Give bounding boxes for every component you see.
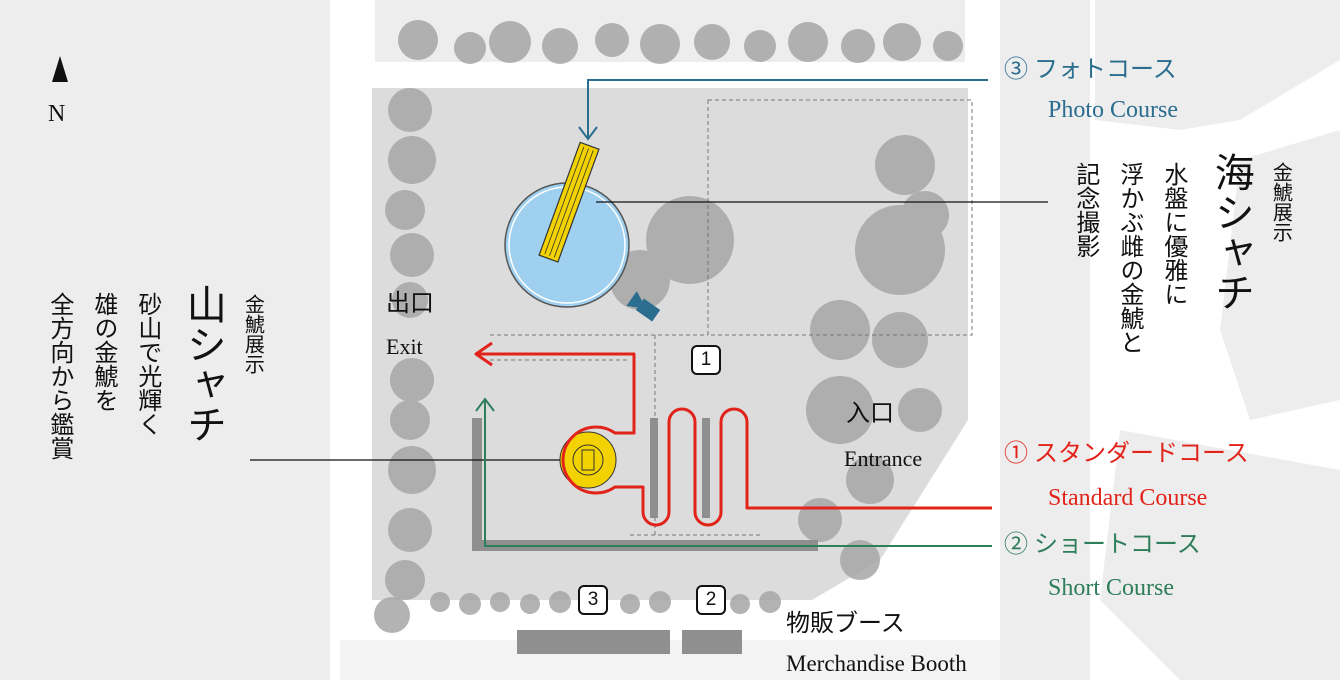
tree <box>385 190 425 230</box>
camera-icon <box>626 291 661 322</box>
tree <box>640 24 680 64</box>
tree <box>933 31 963 61</box>
yama-desc-2: 雄の金鯱を <box>89 292 118 412</box>
yama-title: 山シャチ <box>179 284 226 444</box>
tree <box>649 591 671 613</box>
marker-1: 1 <box>691 345 721 375</box>
tree <box>806 376 874 444</box>
tree <box>542 28 578 64</box>
booth-label-en: Merchandise Booth <box>786 651 967 676</box>
tree <box>390 358 434 402</box>
short-course-label-jp: ② ショートコース <box>1004 532 1201 558</box>
tree <box>840 540 880 580</box>
umi-desc-3: 記念撮影 <box>1071 162 1100 258</box>
short-course-label-en: Short Course <box>1048 575 1174 601</box>
tree <box>490 592 510 612</box>
standard-course-label-jp: ① スタンダードコース <box>1004 441 1249 467</box>
water-basin <box>504 182 630 308</box>
trees <box>374 20 963 633</box>
tree <box>798 498 842 542</box>
booth-label-jp: 物販ブース <box>786 611 905 637</box>
tree <box>646 196 734 284</box>
tree <box>489 21 531 63</box>
tree <box>759 591 781 613</box>
tree <box>390 233 434 277</box>
tree <box>388 508 432 552</box>
umi-title: 海シャチ <box>1207 152 1254 312</box>
photo-course-label-jp: ③ フォトコース <box>1004 57 1177 83</box>
tree <box>694 24 730 60</box>
photo-platform <box>538 141 600 263</box>
umi-tag: 金鯱展示 <box>1269 162 1294 242</box>
tree <box>459 593 481 615</box>
tree <box>883 23 921 61</box>
tree <box>520 594 540 614</box>
short-course-route <box>475 397 992 547</box>
photo-course-route <box>578 79 988 141</box>
entrance-label-jp: 入口 <box>846 401 894 427</box>
tree <box>549 591 571 613</box>
tree <box>388 136 436 184</box>
yama-desc-1: 砂山で光輝く <box>133 292 162 436</box>
tree <box>744 30 776 62</box>
exit-label-en: Exit <box>386 334 423 359</box>
tree <box>390 400 430 440</box>
tree <box>430 592 450 612</box>
yama-tag: 金鯱展示 <box>241 294 266 374</box>
tree <box>398 20 438 60</box>
marker-3: 3 <box>578 585 608 615</box>
exit-label-jp: 出口 <box>386 291 434 317</box>
standard-course-route <box>474 341 992 527</box>
tree <box>730 594 750 614</box>
photo-course-label-en: Photo Course <box>1048 97 1179 123</box>
north-arrow-icon <box>52 56 68 82</box>
umi-desc-2: 浮かぶ雌の金鯱と <box>1115 162 1144 354</box>
umi-desc-1: 水盤に優雅に <box>1159 162 1188 306</box>
tree <box>374 597 410 633</box>
tree <box>620 594 640 614</box>
tree <box>388 446 436 494</box>
entrance-label-en: Entrance <box>844 446 923 471</box>
tree <box>875 135 935 195</box>
tree <box>872 312 928 368</box>
standard-course-label-en: Standard Course <box>1048 485 1208 511</box>
tree <box>388 88 432 132</box>
tree <box>454 32 486 64</box>
north-arrow: N <box>40 56 80 136</box>
tree <box>901 191 949 239</box>
tree <box>788 22 828 62</box>
leader-lines <box>250 201 1048 461</box>
marker-2: 2 <box>696 585 726 615</box>
tree <box>595 23 629 57</box>
tree <box>385 560 425 600</box>
tree <box>392 282 428 318</box>
tree <box>846 456 894 504</box>
tree <box>841 29 875 63</box>
tree <box>810 300 870 360</box>
north-label: N <box>48 101 66 127</box>
tree <box>898 388 942 432</box>
sand-mound <box>559 431 617 489</box>
yama-desc-3: 全方向から鑑賞 <box>45 292 74 460</box>
